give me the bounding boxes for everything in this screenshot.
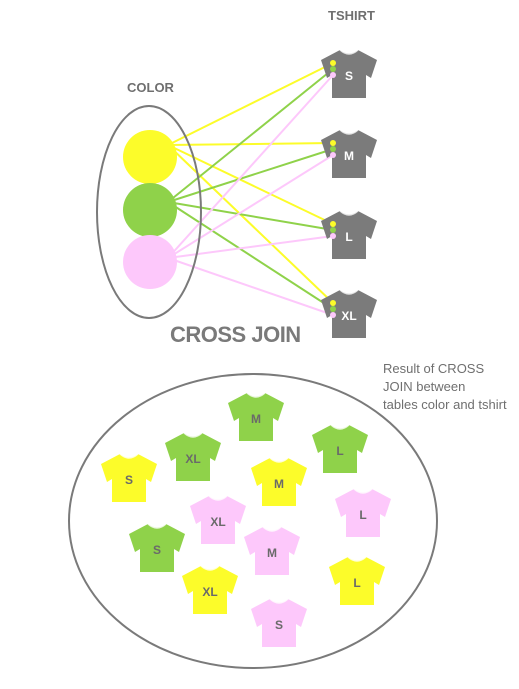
result-caption: Result of CROSS JOIN between tables colo… [383, 360, 515, 414]
result-tshirt-pink-l: L [335, 488, 391, 537]
join-dot-pink-l [330, 233, 336, 239]
tshirt-icon [165, 433, 221, 481]
tshirt-icon [190, 496, 246, 544]
result-tshirt-yellow-s: S [101, 453, 157, 502]
collar [339, 289, 359, 295]
yellow-color-circle [123, 130, 177, 184]
size-label: XL [202, 585, 217, 599]
tshirt-table-item-s: S [321, 49, 377, 98]
collar [183, 432, 203, 438]
join-line-pink-s [167, 74, 334, 259]
result-ellipse [68, 373, 438, 669]
collar [347, 556, 367, 562]
collar [147, 523, 167, 529]
collar [353, 488, 373, 494]
size-label: M [344, 149, 354, 163]
join-dot-green-m [330, 146, 336, 152]
join-line-yellow-xl [167, 144, 334, 304]
collar [339, 129, 359, 135]
join-dot-pink-s [330, 72, 336, 78]
join-line-green-m [167, 148, 334, 203]
result-tshirt-green-xl: XL [165, 432, 221, 481]
join-dot-yellow-m [330, 140, 336, 146]
join-dot-yellow-s [330, 60, 336, 66]
tshirt-table-label: TSHIRT [328, 8, 375, 23]
color-table-ellipse [96, 105, 202, 319]
size-label: L [359, 508, 366, 522]
join-line-yellow-m [167, 142, 334, 146]
result-tshirt-yellow-m: M [251, 457, 307, 506]
result-tshirt-yellow-l: L [329, 556, 385, 605]
join-dot-pink-m [330, 152, 336, 158]
join-dot-yellow-l [330, 221, 336, 227]
result-tshirt-pink-m: M [244, 526, 300, 575]
size-label: XL [210, 515, 225, 529]
result-caption-line: JOIN between [383, 379, 466, 394]
collar [330, 424, 350, 430]
join-line-pink-xl [167, 257, 334, 316]
collar [339, 210, 359, 216]
pink-color-circle [123, 235, 177, 289]
result-tshirt-green-m: M [228, 392, 284, 441]
collar [119, 453, 139, 459]
size-label: L [345, 230, 352, 244]
result-tshirt-pink-xl: XL [190, 495, 246, 544]
join-dot-pink-xl [330, 312, 336, 318]
result-caption-line: tables color and tshirt [383, 397, 507, 412]
collar [262, 526, 282, 532]
join-dot-green-l [330, 227, 336, 233]
collar [246, 392, 266, 398]
join-line-green-s [167, 68, 334, 203]
size-label: XL [341, 309, 356, 323]
tshirt-icon [329, 557, 385, 605]
green-color-circle [123, 183, 177, 237]
collar [269, 457, 289, 463]
join-dot-green-xl [330, 306, 336, 312]
size-label: S [275, 618, 283, 632]
size-label: M [251, 412, 261, 426]
size-label: S [125, 473, 133, 487]
join-line-yellow-l [167, 144, 334, 225]
size-label: M [274, 477, 284, 491]
join-line-pink-l [167, 235, 334, 259]
tshirt-icon [101, 454, 157, 502]
tshirt-icon [228, 393, 284, 441]
collar [200, 565, 220, 571]
join-dot-yellow-xl [330, 300, 336, 306]
tshirt-icon [244, 527, 300, 575]
tshirt-icon [251, 458, 307, 506]
join-dot-green-s [330, 66, 336, 72]
cross-join-title: CROSS JOIN [170, 322, 301, 347]
tshirt-table-item-l: L [321, 210, 377, 259]
color-table-label: COLOR [127, 80, 174, 95]
tshirt-icon [312, 425, 368, 473]
join-line-pink-m [167, 154, 334, 259]
collar [269, 598, 289, 604]
tshirt-table-item-m: M [321, 129, 377, 178]
collar [208, 495, 228, 501]
join-line-green-xl [167, 201, 334, 310]
result-tshirt-green-l: L [312, 424, 368, 473]
tshirt-icon [182, 566, 238, 614]
result-caption-line: Result of CROSS [383, 361, 485, 376]
size-label: L [353, 576, 360, 590]
result-tshirt-pink-s: S [251, 598, 307, 647]
size-label: XL [185, 452, 200, 466]
size-label: M [267, 546, 277, 560]
size-label: S [345, 69, 353, 83]
size-label: L [336, 444, 343, 458]
result-tshirt-yellow-xl: XL [182, 565, 238, 614]
join-line-yellow-s [167, 62, 334, 146]
join-line-green-l [167, 201, 334, 231]
size-label: S [153, 543, 161, 557]
tshirt-icon [335, 489, 391, 537]
tshirt-icon [129, 524, 185, 572]
tshirt-icon [251, 599, 307, 647]
result-tshirt-green-s: S [129, 523, 185, 572]
tshirt-table-item-xl: XL [321, 289, 377, 338]
collar [339, 49, 359, 55]
